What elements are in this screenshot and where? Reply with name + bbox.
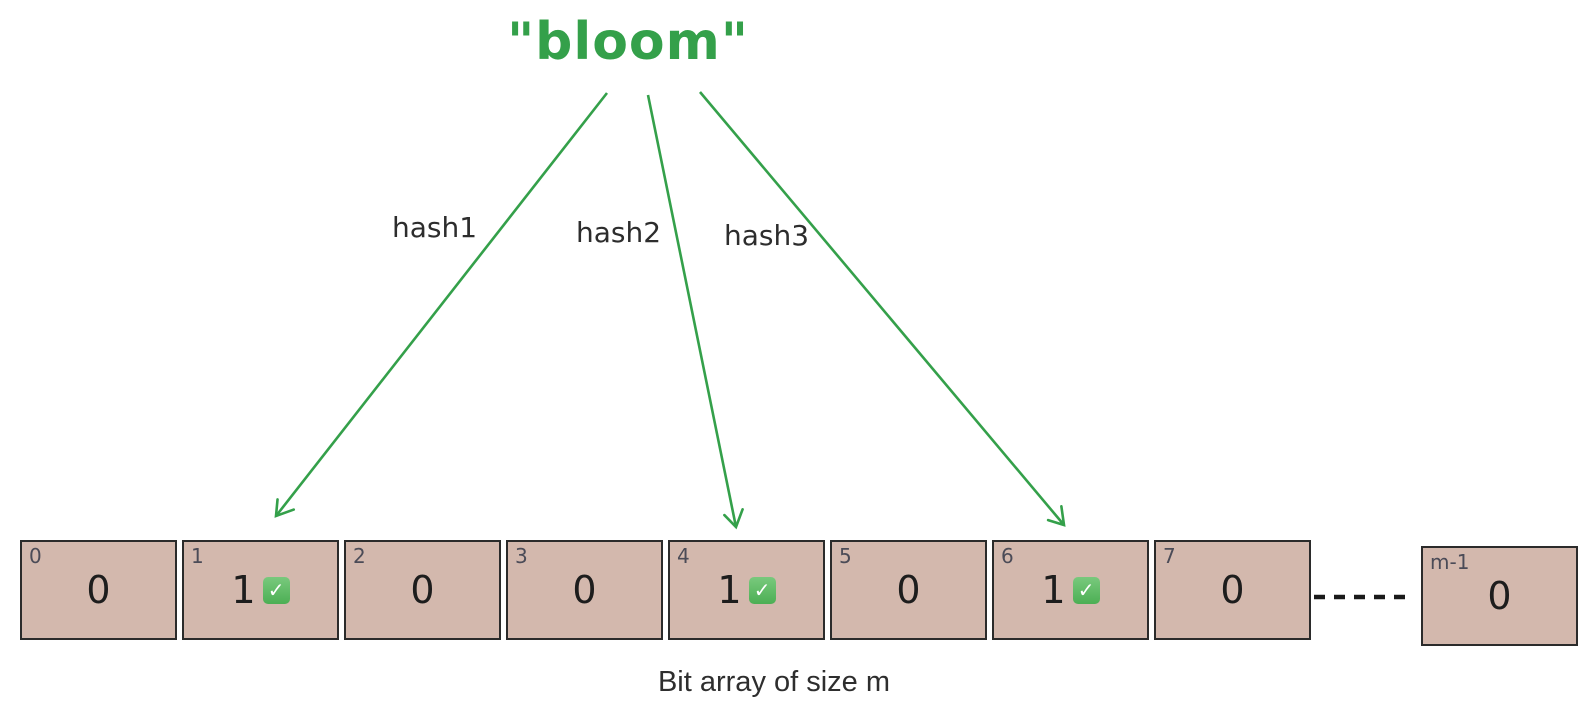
cell-value: 0 — [896, 568, 921, 612]
check-icon: ✓ — [748, 576, 776, 604]
input-word-title: "bloom" — [507, 12, 749, 72]
cell-index: 1 — [191, 544, 204, 568]
cell-index: 0 — [29, 544, 42, 568]
cell-index: 6 — [1001, 544, 1014, 568]
hash3-arrow — [699, 91, 1066, 527]
bit-cell-m-1: m-1 0 — [1421, 546, 1578, 646]
bit-cell-6: 6 1✓ — [992, 540, 1149, 640]
hash2-label: hash2 — [576, 216, 662, 249]
bit-array-last-holder: m-1 0 — [1421, 546, 1578, 646]
bit-array-caption: Bit array of size m — [657, 666, 891, 698]
hash1-arrow — [274, 92, 609, 518]
bit-cell-4: 4 1✓ — [668, 540, 825, 640]
cell-value: 0 — [1220, 568, 1245, 612]
cell-value: 0 — [572, 568, 597, 612]
cell-index: 3 — [515, 544, 528, 568]
check-icon: ✓ — [262, 576, 290, 604]
cell-index: m-1 — [1430, 550, 1470, 574]
cell-value: 1 — [231, 568, 256, 612]
cell-value: 1 — [717, 568, 742, 612]
hash1-label: hash1 — [392, 211, 478, 244]
cell-value: 0 — [86, 568, 111, 612]
cell-index: 7 — [1163, 544, 1176, 568]
cell-index: 4 — [677, 544, 690, 568]
check-icon: ✓ — [1072, 576, 1100, 604]
cell-value: 0 — [410, 568, 435, 612]
hash2-arrow — [646, 94, 744, 530]
hash3-label: hash3 — [724, 219, 810, 252]
cell-index: 5 — [839, 544, 852, 568]
cell-index: 2 — [353, 544, 366, 568]
cell-value: 1 — [1041, 568, 1066, 612]
cell-value: 0 — [1487, 574, 1512, 618]
